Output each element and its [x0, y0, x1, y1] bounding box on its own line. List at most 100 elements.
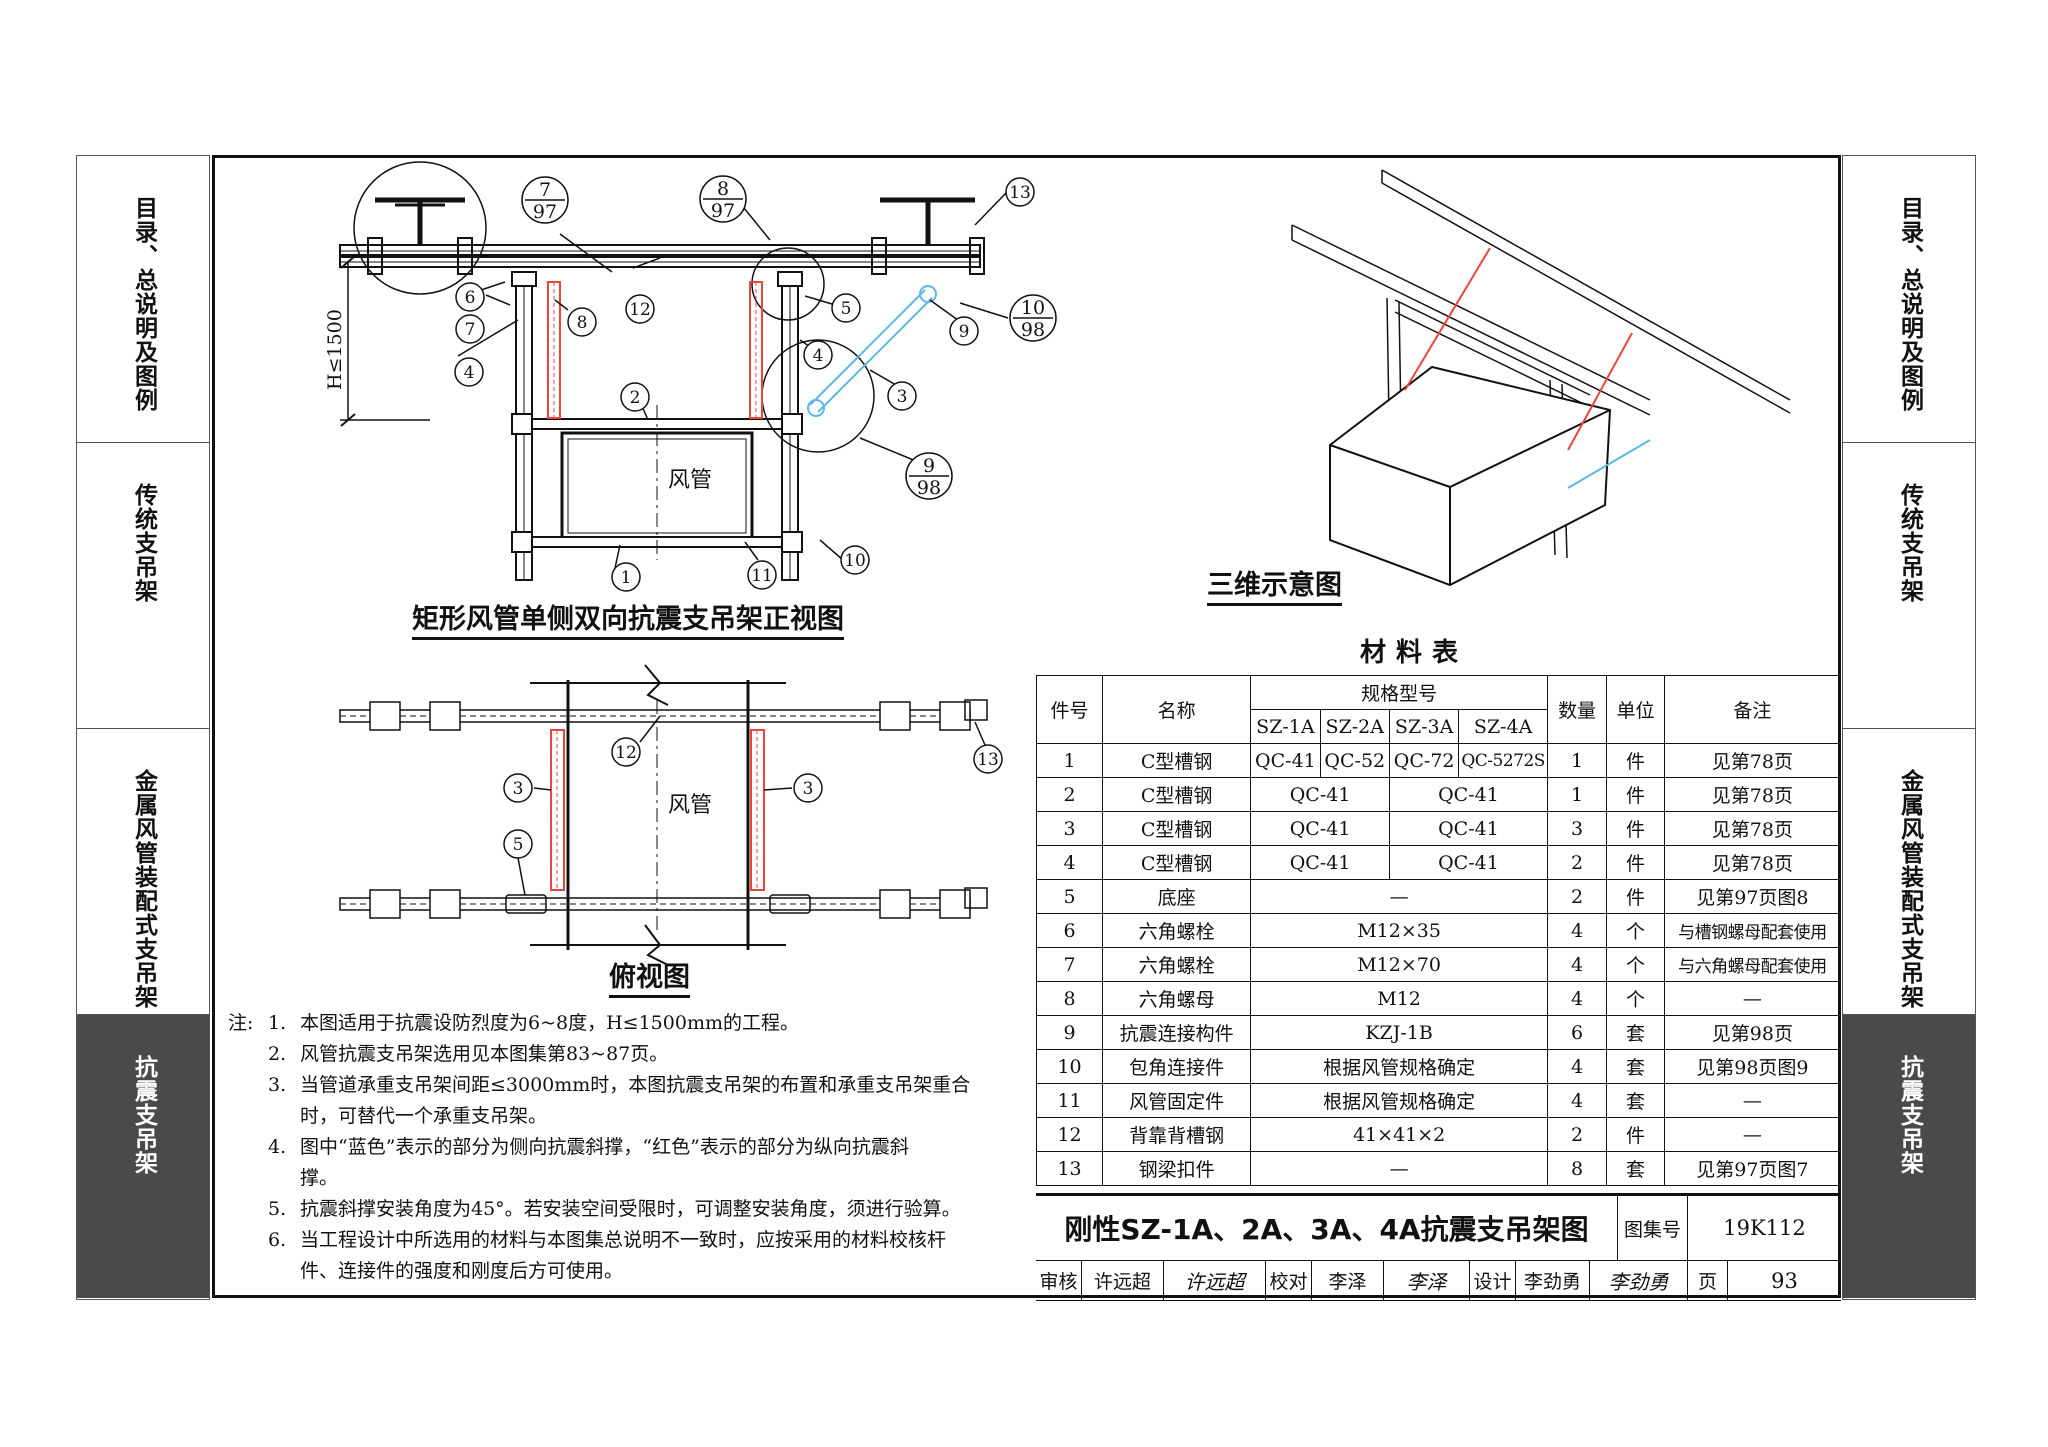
header-qty: 数量 — [1546, 675, 1608, 744]
cell-qty: 4 — [1546, 981, 1608, 1016]
cell-name: 包角连接件 — [1102, 1049, 1252, 1084]
ref-top: 7 — [539, 179, 551, 201]
cell-unit: 件 — [1606, 879, 1665, 914]
cell-name: C型槽钢 — [1102, 845, 1252, 880]
cell-remark: 见第97页图7 — [1663, 1151, 1842, 1186]
callout-2: 2 — [620, 382, 650, 412]
notes-block: 注:1.本图适用于抗震设防烈度为6~8度，H≤1500mm的工程。 2.风管抗震… — [228, 1008, 1028, 1287]
svg-text:7: 7 — [465, 320, 476, 340]
cell-no: 3 — [1035, 811, 1104, 846]
side-tab-traditional[interactable]: 传统支吊架 — [77, 443, 209, 729]
callout-9-98: 9 98 — [905, 452, 953, 500]
cell-qty: 4 — [1546, 947, 1608, 982]
page-label: 页 — [1688, 1261, 1728, 1301]
note-number: 4. — [268, 1136, 287, 1158]
model-1: SZ-1A — [1250, 709, 1321, 744]
top-duct-label: 风管 — [668, 793, 712, 818]
cell-remark: 见第98页 — [1663, 1015, 1842, 1050]
note-text: 当管道承重支吊架间距≤3000mm时，本图抗震支吊架的布置和承重支吊架重合 — [300, 1074, 971, 1096]
cell-spec: KZJ-1B — [1250, 1015, 1548, 1050]
header-remark: 备注 — [1663, 675, 1842, 744]
side-tab-traditional[interactable]: 传统支吊架 — [1843, 443, 1975, 729]
cell-remark: — — [1663, 981, 1842, 1016]
side-tab-metal-duct[interactable]: 金属风管装配式支吊架 — [77, 729, 209, 1015]
side-tab-seismic[interactable]: 抗震支吊架 — [1843, 1015, 1975, 1298]
svg-text:4: 4 — [464, 363, 475, 383]
cell-spec: QC-41 — [1250, 811, 1390, 846]
cell-qty: 2 — [1546, 879, 1608, 914]
cell-unit: 套 — [1606, 1049, 1665, 1084]
cell-unit: 件 — [1606, 845, 1665, 880]
cell-spec: QC-41 — [1250, 777, 1390, 812]
cell-qty: 2 — [1546, 1117, 1608, 1152]
header-name: 名称 — [1102, 675, 1252, 744]
callout-3: 3 — [887, 381, 917, 411]
cell-name: 底座 — [1102, 879, 1252, 914]
cell-name: 六角螺栓 — [1102, 947, 1252, 982]
top-callout-13: 13 — [973, 744, 1003, 774]
cell-no: 2 — [1035, 777, 1104, 812]
cell-no: 6 — [1035, 913, 1104, 948]
top-callout-3-right: 3 — [793, 773, 823, 803]
cell-spec: QC-41 — [1250, 743, 1321, 778]
note-text: 风管抗震支吊架选用见本图集第83~87页。 — [300, 1043, 669, 1065]
cell-spec: — — [1250, 879, 1548, 914]
cell-unit: 个 — [1606, 981, 1665, 1016]
checker-signature: 李泽 — [1384, 1261, 1470, 1301]
svg-text:5: 5 — [513, 835, 524, 855]
callout-9: 9 — [949, 316, 979, 346]
side-tab-contents[interactable]: 目录、总说明及图例 — [1843, 156, 1975, 443]
ref-top: 10 — [1021, 297, 1045, 319]
cell-spec: QC-41 — [1388, 845, 1548, 880]
side-tab-label: 金属风管装配式支吊架 — [1896, 769, 1923, 1009]
cell-spec: QC-41 — [1388, 777, 1548, 812]
svg-text:1: 1 — [621, 568, 632, 588]
side-tab-seismic[interactable]: 抗震支吊架 — [77, 1015, 209, 1298]
atlas-number: 19K112 — [1688, 1196, 1841, 1261]
design-label: 设计 — [1470, 1261, 1516, 1301]
front-view-title: 矩形风管单侧双向抗震支吊架正视图 — [412, 604, 844, 641]
cell-name: C型槽钢 — [1102, 811, 1252, 846]
callout-8-97: 8 97 — [699, 175, 747, 223]
top-callout-5: 5 — [503, 829, 533, 859]
cell-remark: — — [1663, 1117, 1842, 1152]
cell-remark: 见第97页图8 — [1663, 879, 1842, 914]
side-tab-label: 金属风管装配式支吊架 — [130, 769, 157, 1009]
cell-no: 12 — [1035, 1117, 1104, 1152]
model-4: SZ-4A — [1458, 709, 1548, 744]
right-side-rail: 目录、总说明及图例 传统支吊架 金属风管装配式支吊架 抗震支吊架 — [1842, 155, 1976, 1300]
callout-8: 8 — [567, 307, 597, 337]
note-number: 5. — [268, 1198, 287, 1220]
cell-spec: M12×35 — [1250, 913, 1548, 948]
cell-unit: 件 — [1606, 777, 1665, 812]
cell-spec: QC-41 — [1250, 845, 1390, 880]
note-text: 件、连接件的强度和刚度后方可使用。 — [300, 1260, 624, 1282]
note-text: 当工程设计中所选用的材料与本图集总说明不一致时，应按采用的材料校核杆 — [300, 1229, 947, 1251]
header-no: 件号 — [1035, 675, 1104, 744]
side-tab-metal-duct[interactable]: 金属风管装配式支吊架 — [1843, 729, 1975, 1015]
header-spec: 规格型号 — [1250, 675, 1548, 710]
cell-name: 钢梁扣件 — [1102, 1151, 1252, 1186]
cell-name: 六角螺母 — [1102, 981, 1252, 1016]
reviewer-name: 许远超 — [1082, 1261, 1164, 1301]
cell-no: 7 — [1035, 947, 1104, 982]
cell-unit: 件 — [1606, 811, 1665, 846]
cell-spec: QC-5272S — [1458, 743, 1548, 778]
callout-10-98: 10 98 — [1009, 294, 1057, 342]
callout-4-right: 4 — [803, 340, 833, 370]
ref-bottom: 97 — [711, 200, 735, 222]
iso-view-title: 三维示意图 — [1207, 570, 1342, 607]
side-tab-contents[interactable]: 目录、总说明及图例 — [77, 156, 209, 443]
cell-spec: 根据风管规格确定 — [1250, 1083, 1548, 1118]
ref-top: 9 — [923, 455, 935, 477]
side-tab-label: 目录、总说明及图例 — [1896, 196, 1923, 412]
